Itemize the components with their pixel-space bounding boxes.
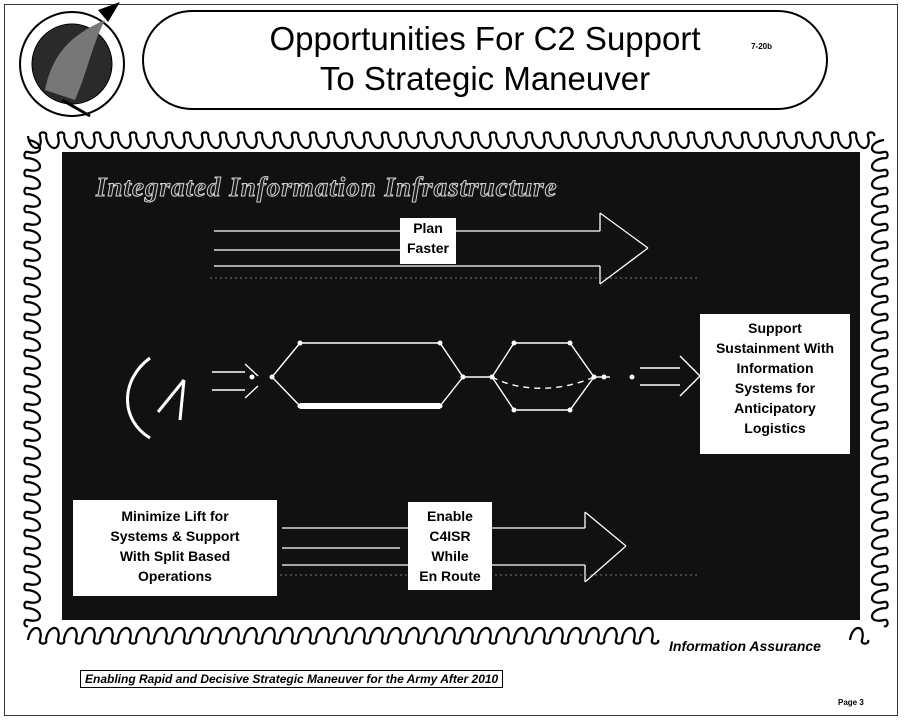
curly-border	[23, 131, 889, 645]
information-assurance-label: Information Assurance	[665, 637, 825, 655]
minimize-lift-line: Systems & Support	[110, 528, 240, 544]
support-sustainment-line: Anticipatory	[734, 400, 816, 416]
plan-faster-line: Plan	[413, 220, 443, 236]
curl-border-segment	[23, 138, 42, 628]
support-sustainment-line: Information	[736, 360, 814, 376]
minimize-lift-box: Minimize Lift for Systems & Support With…	[73, 500, 277, 596]
infrastructure-title: Integrated Information Infrastructure	[96, 172, 558, 203]
enable-c4isr-line: While	[431, 548, 469, 564]
plan-faster-box: Plan Faster	[400, 218, 456, 264]
network-diagram	[126, 342, 701, 440]
enable-c4isr-line: En Route	[419, 568, 481, 584]
minimize-lift-line: With Split Based	[119, 548, 231, 564]
title-box: Opportunities For C2 Support To Strategi…	[142, 10, 828, 110]
curl-border-segment	[26, 131, 876, 150]
title-line-1: Opportunities For C2 Support	[269, 20, 701, 57]
minimize-lift-line: Minimize Lift for	[121, 508, 229, 524]
minimize-lift-line: Operations	[138, 568, 212, 584]
support-sustainment-line: Sustainment With	[715, 340, 835, 356]
enable-c4isr-box: Enable C4ISR While En Route	[408, 502, 492, 590]
support-sustainment-box: Support Sustainment With Information Sys…	[700, 314, 850, 454]
footer-caption: Enabling Rapid and Decisive Strategic Ma…	[80, 670, 504, 688]
slide-number: 7-20b	[751, 42, 772, 51]
curl-border-segment	[848, 626, 870, 645]
support-sustainment-line: Systems for	[734, 380, 816, 396]
plan-faster-line: Faster	[406, 240, 450, 256]
support-sustainment-line: Logistics	[744, 420, 806, 436]
enable-c4isr-line: C4ISR	[429, 528, 471, 544]
title-line-2: To Strategic Maneuver	[319, 60, 651, 97]
curl-border-segment	[870, 138, 889, 628]
enable-c4isr-line: Enable	[427, 508, 473, 524]
slide-frame	[4, 4, 898, 716]
curl-border-segment	[26, 626, 660, 645]
network-nodes	[249, 340, 635, 413]
support-sustainment-line: Support	[748, 320, 802, 336]
page-number: Page 3	[838, 698, 864, 707]
